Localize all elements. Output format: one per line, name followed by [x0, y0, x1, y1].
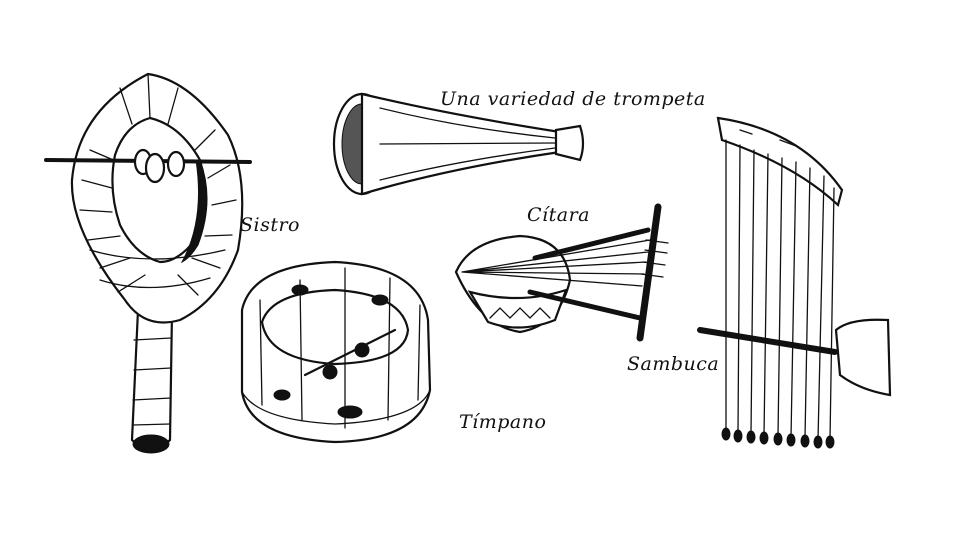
sistrum-label: Sistro — [240, 214, 300, 236]
trumpet-drawing — [332, 92, 585, 196]
sambuca-label: Sambuca — [627, 353, 720, 375]
trumpet-label: Una variedad de trompeta — [440, 88, 706, 110]
tympanum-label: Tímpano — [459, 411, 547, 433]
sambuca-drawing — [697, 116, 892, 449]
sistrum-drawing — [44, 72, 252, 454]
tympanum-drawing — [240, 260, 432, 444]
cithara-label: Cítara — [527, 204, 590, 226]
cithara-drawing — [454, 203, 669, 342]
